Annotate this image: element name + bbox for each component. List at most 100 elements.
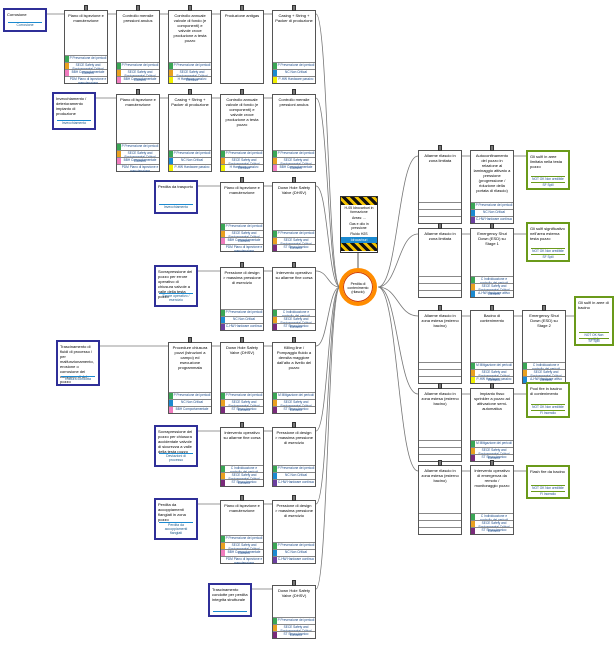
consequence-2[interactable]: Gli sulfi significativo nell'area estern…	[526, 222, 570, 262]
barrier-hanger-icon	[240, 495, 244, 501]
tag-swatch	[273, 557, 277, 563]
prevention-barrier[interactable]: Down Hole Safety Valve (DHSV)P Prevenzio…	[272, 580, 316, 639]
prevention-barrier[interactable]: Pressione di design > massima pressione …	[272, 422, 316, 487]
tag-swatch	[169, 400, 173, 406]
mitigation-barrier[interactable]: Allarme rilascio in zona estesa (esterno…	[418, 305, 462, 384]
tag-text: P Prevenzione dei pericoli	[277, 231, 315, 235]
barrier-label: Autoconfinamento del pozzo in relazione …	[473, 153, 511, 193]
prevention-barrier[interactable]: Pressione di design > massima pressione …	[220, 262, 264, 331]
prevention-barrier[interactable]: Killing line / Pompaggio fluido a densit…	[272, 337, 316, 414]
prevention-barrier[interactable]: Produzione antigas	[220, 5, 264, 84]
prevention-barrier[interactable]: Down Hole Safety Valve (DHSV)P Prevenzio…	[220, 337, 264, 414]
top-event-to-mitigation-line	[377, 286, 419, 317]
tag-text: ST Sicuro tecnico	[481, 455, 507, 459]
barrier-hanger-icon	[490, 383, 494, 389]
tag-swatch	[221, 407, 225, 413]
mitigation-barrier[interactable]: Impianto fisso sprinkler a pozzo ad atti…	[470, 383, 514, 462]
threat-to-top-event-line	[315, 13, 341, 288]
mitigation-barrier[interactable]: Allarme rilascio in zona estesa (esterno…	[418, 383, 462, 462]
barrier-hanger-icon	[292, 495, 296, 501]
barrier-tag: P Prevenzione dei pericoli	[169, 62, 211, 69]
barrier-tag: ST Sicuro tecnico	[471, 527, 513, 534]
threat-5[interactable]: Trascinamento di fluidi di processo / pe…	[56, 340, 100, 386]
tag-text: C-HW Hardware continuo	[225, 324, 263, 328]
tag-swatch	[273, 158, 277, 164]
consequence-label: Flash fire da bacino	[530, 469, 565, 474]
mitigation-barrier[interactable]: Intervento operativo di emergenza da rem…	[470, 460, 514, 535]
tag-text: P Prevenzione dei pericoli	[173, 151, 211, 155]
tag-swatch	[419, 514, 423, 520]
threat-7[interactable]: Perdita da accoppiamenti flangiati in zo…	[154, 498, 198, 540]
top-event-to-mitigation-line	[377, 286, 419, 472]
top-event[interactable]: Perdita di contenimento (rilascio)	[339, 268, 377, 306]
threat-6[interactable]: Sovrapressione del pozzo per chiusura ac…	[154, 425, 198, 467]
tag-text: P Prevenzione dei pericoli	[277, 151, 315, 155]
prevention-barrier[interactable]: Controllo annuale valvole di fondo (e co…	[220, 89, 264, 172]
tag-swatch	[221, 473, 225, 479]
tag-swatch	[419, 210, 423, 216]
prevention-barrier[interactable]: Down Hole Safety Valve (DHSV)P Prevenzio…	[272, 177, 316, 252]
barrier-tag: SECE Safety and Environmental Critical E…	[273, 399, 315, 412]
tag-swatch	[523, 370, 527, 376]
barrier-tag: SECE Safety and Environmental Critical E…	[221, 230, 263, 243]
threat-8[interactable]: Trascinamento condotte per perdita integ…	[208, 583, 252, 617]
hazard-stripe-bottom	[341, 243, 377, 251]
mitigation-barrier[interactable]: Allarme rilascio in zona estesa (esterno…	[418, 460, 462, 535]
prevention-barrier[interactable]: Controllo mensile pressioni anulus P Prev…	[272, 89, 316, 172]
barrier-tag: P Prevenzione dei pericoli	[273, 465, 315, 472]
mitigation-barrier[interactable]: Autoconfinamento del pozzo in relazione …	[470, 145, 514, 224]
barrier-tag: SECE Safety and Environmental Critical E…	[471, 369, 513, 382]
consequence-label: Gli sulfi in aree limitata nella testa p…	[530, 154, 563, 169]
mitigation-barrier[interactable]: Allarme rilascio in zona limitata	[418, 223, 462, 298]
mitigation-barrier[interactable]: Allarme rilascio in zona limitata	[418, 145, 462, 224]
barrier-tag	[419, 290, 461, 297]
consequence-1[interactable]: Gli sulfi in aree limitata nella testa p…	[526, 150, 570, 190]
barrier-label: Pressione di design > massima pressione …	[275, 430, 313, 445]
threat-label: Sovrapressione del pozzo per chiusura ac…	[158, 429, 193, 454]
barrier-tag: SECE Safety and Environmental Critical E…	[65, 62, 107, 75]
threat-label: Invecchiamento / deterioramento impianto…	[56, 96, 87, 116]
prevention-barrier[interactable]: Intervento operativo su allarme fine cor…	[272, 262, 316, 331]
tag-text: PDM Piano di ispezione e manutenzione	[225, 557, 263, 565]
barrier-tag: ST Sicuro tecnico	[273, 244, 315, 251]
prevention-barrier[interactable]: Procedure chiusura pozzi (istruzioni a c…	[168, 337, 212, 414]
barrier-label: Controllo mensile pressioni anulus	[278, 97, 310, 107]
prevention-barrier[interactable]: Pressione di design > massima pressione …	[272, 495, 316, 564]
hazard-line-3: Fluido H2S	[350, 232, 368, 236]
barrier-tag: C Individuazione e controllo dei pericol…	[471, 276, 513, 285]
barrier-tag: SECE Safety and Environmental Critical E…	[221, 157, 263, 170]
tag-swatch	[419, 284, 423, 290]
barrier-label: Piano di ispezione e manutenzione	[68, 13, 104, 23]
threat-2[interactable]: Invecchiamento / deterioramento impianto…	[52, 92, 96, 130]
tag-swatch	[523, 377, 527, 383]
tag-swatch	[273, 466, 277, 472]
tag-swatch	[419, 528, 423, 534]
prevention-barrier[interactable]: Controllo annuale valvole di fondo (e co…	[168, 5, 212, 84]
tag-text: PDM Piano di ispezione e manutenzione	[69, 77, 107, 85]
hazard-box[interactable]: H-05 Idrocarburi in formazione Areas: ..…	[340, 196, 378, 253]
tag-swatch	[471, 441, 475, 447]
barrier-tag: SECE Safety and Environmental Critical E…	[273, 237, 315, 250]
barrier-label: Controllo mensile pressioni anulus	[122, 13, 154, 23]
tag-text: P Prevenzione dei pericoli	[277, 466, 315, 470]
tag-swatch	[221, 400, 225, 406]
tag-text: P Prevenzione dei pericoli	[225, 310, 263, 314]
threat-4[interactable]: Sovrapressione del pozzo per errore oper…	[154, 265, 198, 307]
prevention-barrier[interactable]: Intervento operativo su allarme fine cor…	[220, 422, 264, 487]
